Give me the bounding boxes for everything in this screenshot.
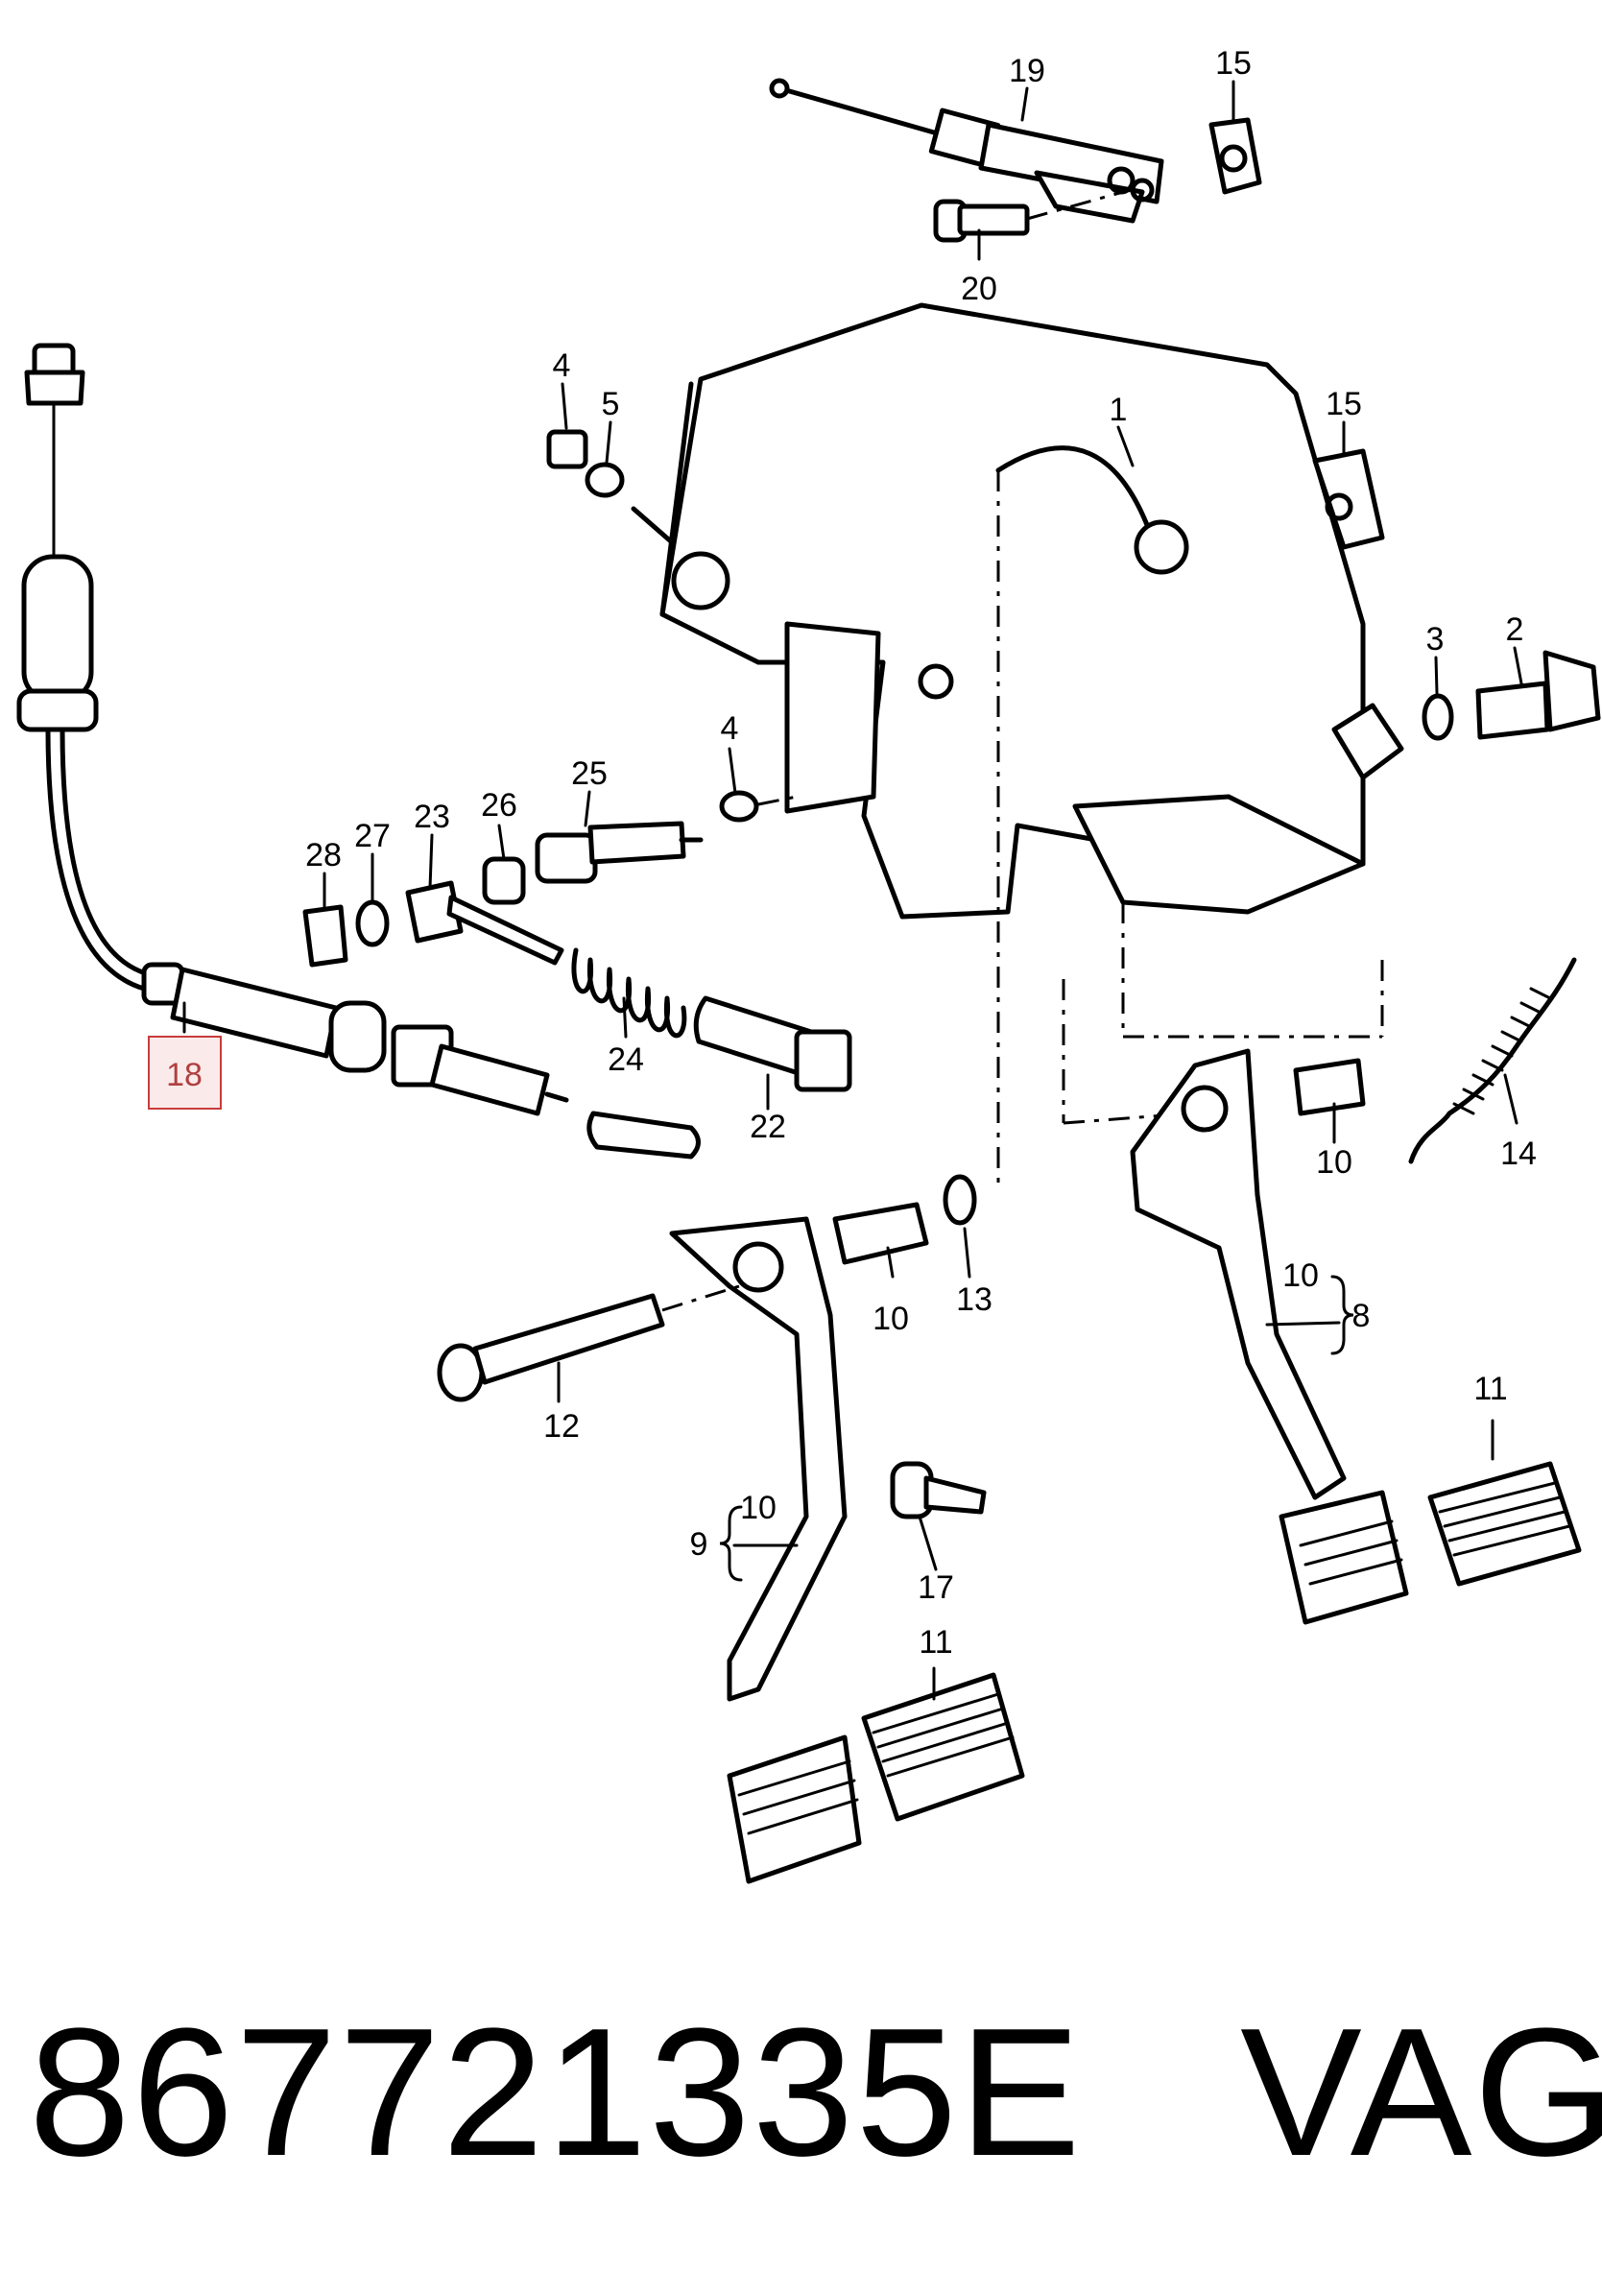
washer-part-27: [355, 899, 390, 947]
nut-part-4-top: [546, 429, 588, 469]
callout-10-left: 10: [873, 1301, 909, 1337]
clevis-rod-part-19: [769, 78, 1164, 224]
washer-part-13: [943, 1174, 977, 1226]
part-number: 867721335E: [29, 1991, 1083, 2194]
pedal-assembly-diagram: 19 15 20 4 5 1 15 3 2 4 25 26 23 27 28 2…: [16, 45, 1601, 1884]
callout-25: 25: [571, 755, 608, 792]
callout-27: 27: [354, 818, 391, 854]
stop-part-17: [890, 1461, 987, 1519]
callout-19: 19: [1009, 53, 1045, 89]
callout-28: 28: [305, 837, 342, 873]
callout-3: 3: [1426, 621, 1445, 658]
nut-part-4-mid: [719, 790, 798, 823]
callout-labels: 19 15 20 4 5 1 15 3 2 4 25 26 23 27 28 2…: [148, 45, 1537, 1661]
callout-13: 13: [956, 1281, 992, 1318]
clip-part-15-mid: [1312, 448, 1385, 550]
pivot-pin-part-12: [437, 1284, 740, 1402]
pin-part-20: [933, 190, 1124, 243]
shaft-part-25: [535, 821, 704, 884]
washer-part-3: [1422, 693, 1454, 741]
callout-5: 5: [602, 386, 620, 422]
pedal-pad-part-11-left: [861, 1672, 1025, 1822]
callout-15-mid: 15: [1326, 386, 1362, 422]
caption-gap: [1083, 1991, 1240, 2194]
bushing-part-10-left: [832, 1202, 929, 1265]
washer-part-5: [585, 462, 625, 498]
cable-part-18: [16, 343, 569, 1116]
bushing-part-26: [482, 856, 526, 905]
callout-23: 23: [414, 799, 450, 835]
callout-22: 22: [750, 1109, 786, 1145]
spring-part-24: [571, 947, 687, 1039]
callout-8: 8: [1352, 1298, 1371, 1334]
callout-26: 26: [481, 787, 517, 824]
callout-17: 17: [918, 1569, 954, 1606]
callout-15-top: 15: [1215, 45, 1252, 82]
bolt-part-2: [1475, 650, 1601, 740]
callout-12: 12: [543, 1408, 580, 1445]
callout-1: 1: [1110, 392, 1128, 428]
right-pedal-part-8: [1130, 1048, 1409, 1625]
brand-name: VAG: [1240, 1991, 1602, 2194]
left-pedal-part-9: [669, 1216, 862, 1884]
callout-10-brace-right: 10: [1282, 1257, 1319, 1294]
sleeve-part-22: [693, 995, 852, 1092]
clip-part-28: [302, 904, 348, 968]
callout-4-mid: 4: [721, 710, 739, 747]
callout-11-left: 11: [919, 1624, 952, 1661]
bracket-part-23: [405, 880, 564, 966]
bushing-sleeve: [586, 1111, 701, 1160]
callout-10-brace-left: 10: [740, 1490, 777, 1526]
part-caption: 867721335E VAG: [29, 1997, 1602, 2188]
clip-part-15-top: [1208, 117, 1262, 195]
pedal-pad-part-11-right: [1427, 1461, 1582, 1587]
callout-9: 9: [690, 1526, 708, 1563]
bolt-stud: [631, 506, 675, 545]
leader-lines: [182, 80, 1523, 1701]
callout-4-top: 4: [553, 347, 571, 384]
callout-11-right: 11: [1473, 1371, 1507, 1407]
return-spring-part-14: [1408, 957, 1577, 1164]
callout-10-right: 10: [1316, 1144, 1352, 1181]
callout-2: 2: [1506, 611, 1524, 648]
pedal-bracket-part-1: [659, 302, 1404, 1185]
callout-14: 14: [1500, 1136, 1537, 1172]
callout-18-highlight[interactable]: 18: [148, 1036, 222, 1110]
callout-20: 20: [961, 271, 997, 307]
callout-18: 18: [166, 1057, 203, 1093]
callout-24: 24: [608, 1041, 644, 1078]
